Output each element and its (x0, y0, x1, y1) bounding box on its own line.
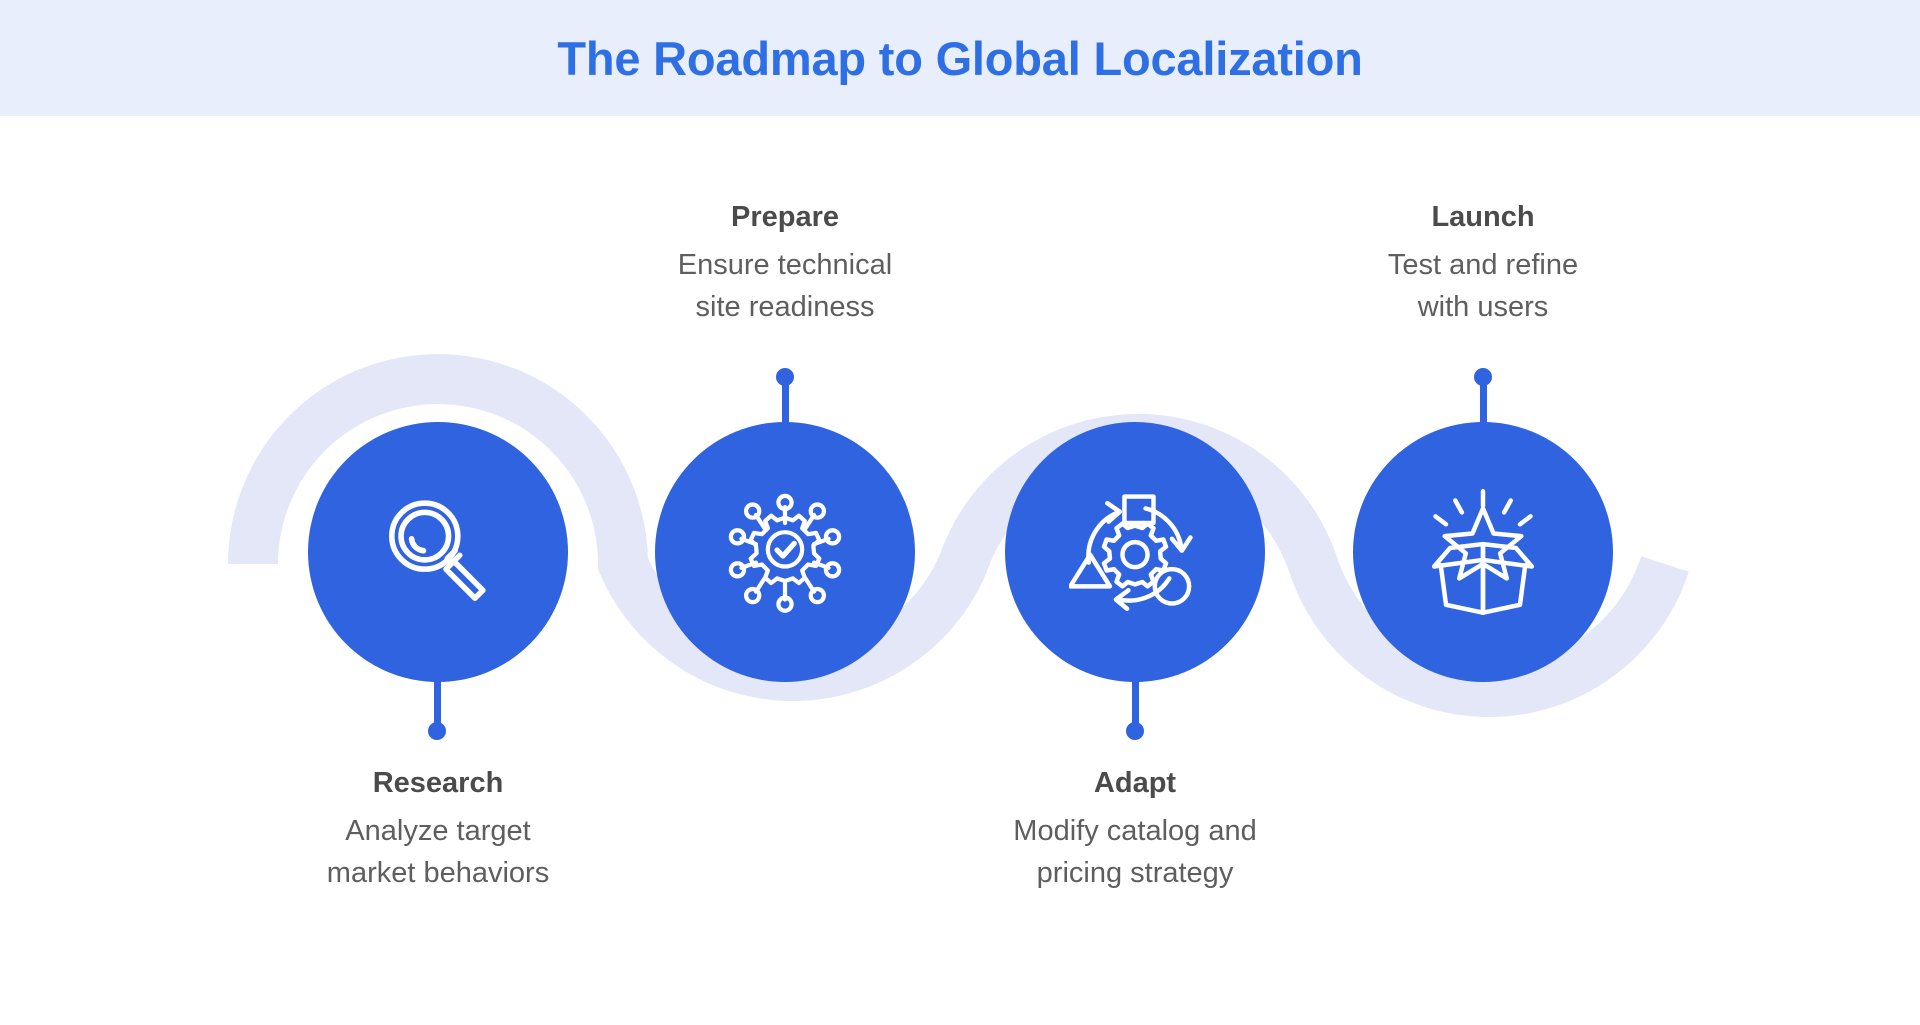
step-desc-line2-prepare: site readiness (695, 291, 875, 324)
open-box-star-icon (1431, 489, 1535, 615)
step-label-prepare: Prepare Ensure technical site readiness (575, 202, 995, 329)
step-icon-circle-adapt[interactable] (1005, 422, 1265, 682)
gear-network-check-icon (728, 493, 842, 613)
step-desc-line2-adapt: pricing strategy (1036, 857, 1234, 890)
step-label-adapt: Adapt Modify catalog and pricing strateg… (925, 768, 1345, 895)
page-title: The Roadmap to Global Localization (557, 31, 1363, 85)
gear-cycle-shapes-icon (1069, 494, 1193, 612)
step-desc-line1-research: Analyze target (345, 815, 531, 848)
connector-stem-research (434, 672, 441, 728)
connector-stem-adapt (1132, 672, 1139, 728)
header-band (0, 0, 1920, 116)
step-title-launch: Launch (1431, 201, 1535, 233)
magnifying-glass-icon (389, 500, 486, 601)
connector-dot-adapt (1126, 722, 1144, 740)
step-desc-line1-prepare: Ensure technical (677, 249, 893, 282)
step-icon-circle-research[interactable] (308, 422, 568, 682)
step-label-launch: Launch Test and refine with users (1273, 202, 1693, 329)
connector-dot-prepare (776, 368, 794, 386)
connector-stem-launch (1480, 376, 1487, 428)
step-title-research: Research (372, 767, 504, 799)
step-icon-circle-prepare[interactable] (655, 422, 915, 682)
connector-dot-launch (1474, 368, 1492, 386)
step-title-prepare: Prepare (730, 201, 839, 233)
step-icon-circle-launch[interactable] (1353, 422, 1613, 682)
connector-dot-research (428, 722, 446, 740)
step-desc-line1-adapt: Modify catalog and (1013, 815, 1257, 848)
step-desc-line1-launch: Test and refine (1387, 249, 1579, 282)
connector-stem-prepare (782, 376, 789, 428)
step-label-research: Research Analyze target market behaviors (228, 768, 648, 895)
step-desc-line2-launch: with users (1417, 291, 1549, 324)
step-title-adapt: Adapt (1093, 767, 1177, 799)
step-desc-line2-research: market behaviors (326, 857, 550, 890)
